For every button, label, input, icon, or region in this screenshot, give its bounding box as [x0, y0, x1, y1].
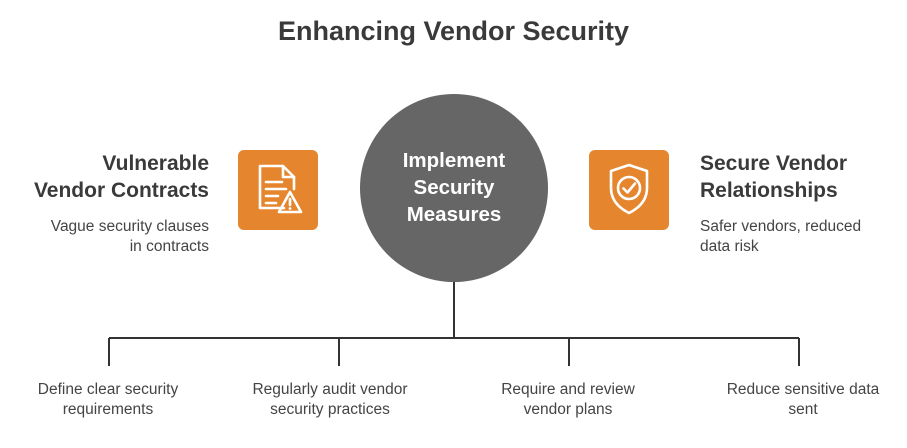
center-label-line-1: Implement	[402, 149, 506, 172]
left-description: Vague security clauses in contracts	[0, 217, 209, 257]
left-heading: Vulnerable Vendor Contracts	[0, 150, 209, 204]
step-4: Reduce sensitive data sent	[703, 380, 903, 420]
step-1-line-1: Define clear security	[37, 381, 179, 398]
center-label-line-3: Measures	[406, 203, 502, 226]
center-circle	[360, 94, 548, 282]
right-heading-line-2: Relationships	[700, 179, 838, 202]
left-heading-line-2: Vendor Contracts	[33, 179, 209, 202]
center-label: Implement Security Measures	[360, 147, 548, 228]
left-heading-line-1: Vulnerable	[102, 152, 209, 175]
document-warning-icon	[258, 164, 303, 214]
diagram-title: Enhancing Vendor Security	[277, 16, 630, 46]
center-label-line-2: Security	[413, 176, 495, 199]
step-3: Require and review vendor plans	[468, 380, 668, 420]
step-1-line-2: requirements	[62, 401, 154, 418]
shield-check-icon	[609, 163, 649, 215]
step-1: Define clear security requirements	[8, 380, 208, 420]
step-3-line-1: Require and review	[501, 381, 635, 398]
right-heading-line-1: Secure Vendor	[700, 152, 848, 175]
step-4-line-1: Reduce sensitive data	[726, 381, 880, 398]
left-icon-box	[238, 150, 318, 230]
step-4-line-2: sent	[788, 401, 818, 418]
right-description: Safer vendors, reduced data risk	[700, 217, 900, 257]
step-3-line-2: vendor plans	[523, 401, 613, 418]
left-description-line-2: in contracts	[129, 238, 209, 255]
step-2-line-1: Regularly audit vendor	[252, 381, 408, 398]
right-description-line-2: data risk	[700, 238, 759, 255]
left-description-line-1: Vague security clauses	[50, 218, 209, 235]
step-2-line-2: security practices	[270, 401, 390, 418]
right-heading: Secure Vendor Relationships	[700, 150, 900, 204]
step-2: Regularly audit vendor security practice…	[230, 380, 430, 420]
right-description-line-1: Safer vendors, reduced	[700, 218, 862, 235]
right-icon-box	[589, 150, 669, 230]
